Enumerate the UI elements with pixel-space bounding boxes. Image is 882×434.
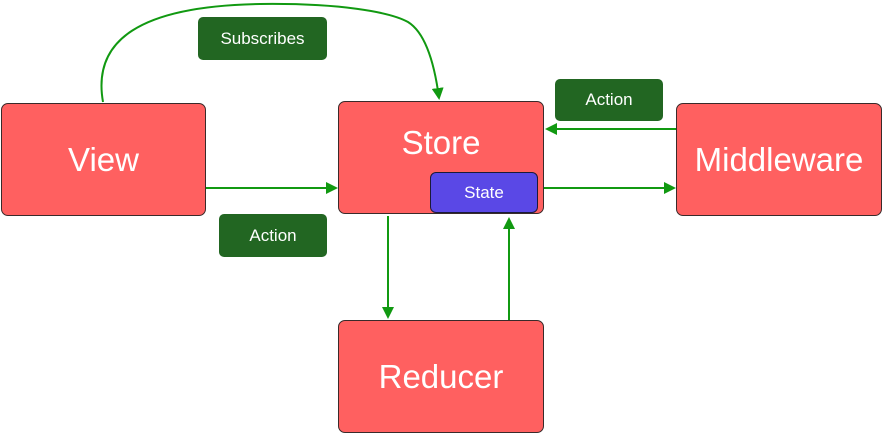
node-middleware: Middleware <box>676 103 882 216</box>
label-view-action: Action <box>219 214 327 257</box>
node-store-label: Store <box>401 124 481 161</box>
node-reducer: Reducer <box>338 320 544 433</box>
edge-view-subscribes-store <box>100 2 444 103</box>
label-middleware-action: Action <box>555 79 663 121</box>
label-subscribes: Subscribes <box>198 17 327 60</box>
node-view: View <box>1 103 206 216</box>
node-state: State <box>430 172 538 213</box>
